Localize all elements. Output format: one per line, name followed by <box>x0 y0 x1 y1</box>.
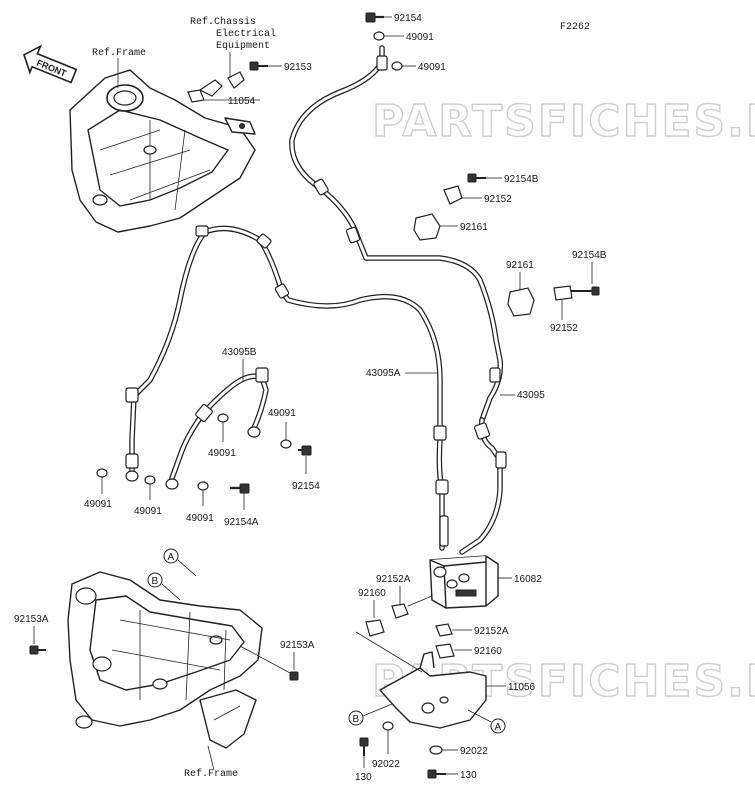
hose-43095 <box>202 225 445 551</box>
bolt-92153A-right <box>289 671 299 681</box>
abs-unit-16082 <box>429 555 499 609</box>
diagram-code: F2262 <box>560 22 590 33</box>
ref-chassis-2: Electrical <box>216 28 276 40</box>
callout-92152A-lower: 92152A <box>474 626 509 637</box>
callout-43095A: 43095A <box>366 368 401 379</box>
callout-92154-mid: 92154 <box>292 481 320 492</box>
hose-43095-right <box>459 417 503 555</box>
ref-chassis-3: Equipment <box>216 40 270 52</box>
bolt-92154-top <box>365 12 384 23</box>
frame-bottom-illustration <box>67 571 263 771</box>
bolt-130-left <box>359 737 369 756</box>
callout-49091-top1: 49091 <box>406 32 434 43</box>
ref-frame-bottom: Ref.Frame <box>184 768 238 780</box>
bracket-11056 <box>379 651 487 729</box>
callout-49091-low-m: 49091 <box>134 506 162 517</box>
callout-130-right: 130 <box>460 770 477 781</box>
callout-92160-upper: 92160 <box>358 588 386 599</box>
callout-11056: 11056 <box>508 682 536 693</box>
grommet-92161-upper <box>413 213 441 241</box>
banjo-fittings <box>125 426 261 490</box>
ref-chassis-1: Ref.Chassis <box>190 16 256 28</box>
callout-92152-right: 92152 <box>550 323 578 334</box>
watermark-top: PARTSFICHES.NET <box>372 96 755 147</box>
callout-92154-top: 92154 <box>394 13 422 24</box>
collar-92152-upper <box>443 185 463 205</box>
callout-49091-low-r: 49091 <box>186 513 214 524</box>
callout-49091-mid-r: 49091 <box>268 408 296 419</box>
callout-43095: 43095 <box>517 390 545 401</box>
callout-49091-top2: 49091 <box>418 62 446 73</box>
washer-49091-b <box>391 61 403 71</box>
callout-92022-left: 92022 <box>372 759 400 770</box>
hose-left-loop <box>129 229 208 473</box>
damper-92160-lower <box>435 643 455 659</box>
hose-fittings <box>125 55 507 547</box>
washer-49091-mid-r <box>280 439 292 449</box>
front-arrow: FRONT <box>23 44 78 84</box>
svg-text:A: A <box>168 552 175 563</box>
callout-92154B-upper: 92154B <box>504 174 539 185</box>
callout-92022-right: 92022 <box>460 746 488 757</box>
bolt-92154B-upper <box>467 173 486 183</box>
callout-92152-upper: 92152 <box>484 194 512 205</box>
callout-92154A: 92154A <box>224 517 259 528</box>
hose-43095A <box>289 45 504 423</box>
washer-49091-low-l <box>96 468 108 478</box>
callout-43095B: 43095B <box>222 347 257 358</box>
collar-92152-right <box>553 285 573 301</box>
damper-92160-upper <box>365 619 385 637</box>
svg-text:B: B <box>152 576 159 587</box>
bolt-92154B-right <box>570 286 600 296</box>
callout-92161-right: 92161 <box>506 260 534 271</box>
washer-49091-a <box>373 31 385 41</box>
callout-16082: 16082 <box>514 574 542 585</box>
callout-92160-lower: 92160 <box>474 646 502 657</box>
callout-92152A-upper: 92152A <box>376 574 411 585</box>
svg-text:B: B <box>353 714 360 725</box>
clamp-11054 <box>187 71 245 103</box>
bolt-92154A <box>230 483 250 494</box>
hose-43095B <box>169 373 269 481</box>
frame-top-illustration <box>69 69 256 233</box>
washer-49091-low-m <box>144 475 156 485</box>
callout-11054: 11054 <box>228 96 256 107</box>
collar-92152A-lower <box>435 623 453 637</box>
marker-B-frame: B <box>147 572 163 588</box>
washer-92022-right <box>429 745 443 755</box>
callout-92153A-left: 92153A <box>14 614 49 625</box>
washer-49091-low-r <box>197 481 209 491</box>
collar-92152A-upper <box>391 603 409 619</box>
bolt-130-right <box>427 769 446 779</box>
marker-A-bracket: A <box>490 718 506 734</box>
callout-92154B-right: 92154B <box>572 250 607 261</box>
callout-49091-low-l: 49091 <box>84 499 112 510</box>
washer-92022-left <box>382 721 394 731</box>
callout-92153-top: 92153 <box>284 62 312 73</box>
marker-A-frame: A <box>163 548 179 564</box>
ref-frame-top: Ref.Frame <box>92 47 146 59</box>
bolt-92154-mid <box>298 445 312 456</box>
marker-B-bracket: B <box>348 710 364 726</box>
washer-49091-mid-c <box>217 413 229 423</box>
callout-92161-upper: 92161 <box>460 222 488 233</box>
callout-92153A-right: 92153A <box>280 640 315 651</box>
grommet-92161-right <box>507 287 535 317</box>
bolt-92153 <box>249 61 268 71</box>
svg-text:A: A <box>495 722 502 733</box>
callout-49091-mid-c: 49091 <box>208 448 236 459</box>
bolt-92153A-left <box>29 645 46 655</box>
callout-130-left: 130 <box>355 772 372 783</box>
